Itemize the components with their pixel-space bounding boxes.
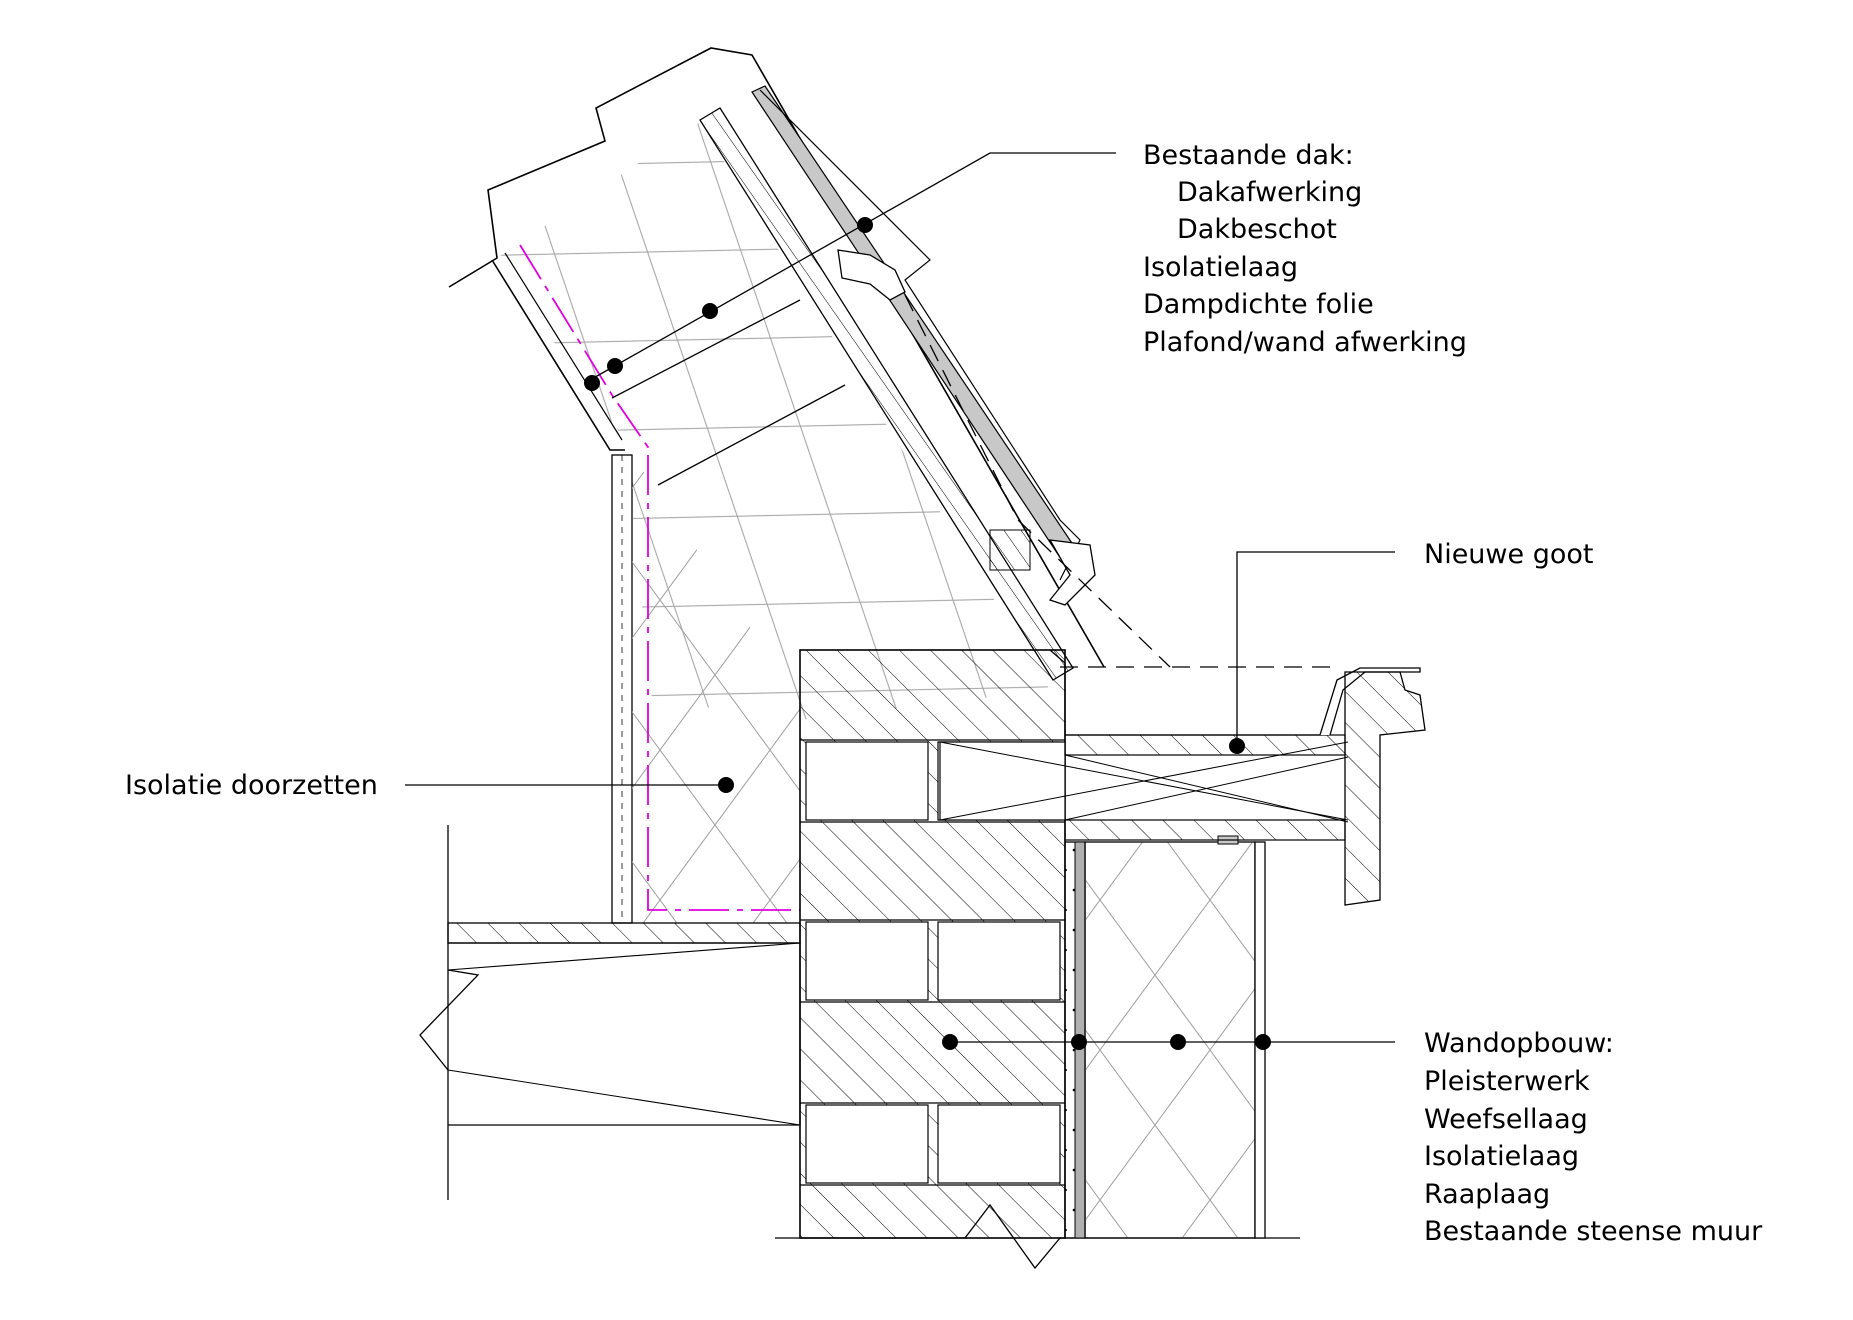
- label-wall-fabric: Weefsellaag: [1424, 1104, 1588, 1135]
- label-wall-masonry: Bestaande steense muur: [1424, 1216, 1763, 1247]
- label-roof: Bestaande dak: Dakafwerking Dakbeschot I…: [1143, 140, 1467, 358]
- label-wall-render: Raaplaag: [1424, 1179, 1550, 1210]
- label-roof-heading: Bestaande dak:: [1143, 140, 1354, 171]
- vapor-barrier-wall: [647, 455, 800, 911]
- continued-insulation: [632, 455, 800, 923]
- label-wall-heading: Wandopbouw:: [1424, 1028, 1614, 1059]
- roof-boarding: [699, 107, 1074, 681]
- label-roof-ceiling-finish: Plafond/wand afwerking: [1143, 327, 1467, 358]
- wall-buildup: [1064, 835, 1266, 1239]
- label-roof-finish: Dakafwerking: [1177, 177, 1362, 208]
- existing-brick-wall: [775, 649, 1349, 1270]
- vapor-barrier-roof: [519, 244, 651, 451]
- label-gutter: Nieuwe goot: [1424, 539, 1593, 570]
- label-roof-vapor-barrier: Dampdichte folie: [1143, 289, 1374, 320]
- label-roof-boarding: Dakbeschot: [1177, 214, 1337, 245]
- label-insulation: Isolatie doorzetten: [125, 770, 378, 801]
- new-gutter: [1049, 649, 1426, 906]
- roof-insulation: [494, 122, 1050, 720]
- label-wall-insulation: Isolatielaag: [1424, 1141, 1579, 1172]
- existing-roof: [448, 47, 1171, 720]
- label-roof-insulation: Isolatielaag: [1143, 252, 1298, 283]
- knee-wall: [611, 454, 800, 924]
- leader-dots: [584, 217, 1271, 1050]
- label-wall-plaster: Pleisterwerk: [1424, 1066, 1590, 1097]
- label-wall: Wandopbouw: Pleisterwerk Weefsellaag Iso…: [1424, 1028, 1763, 1247]
